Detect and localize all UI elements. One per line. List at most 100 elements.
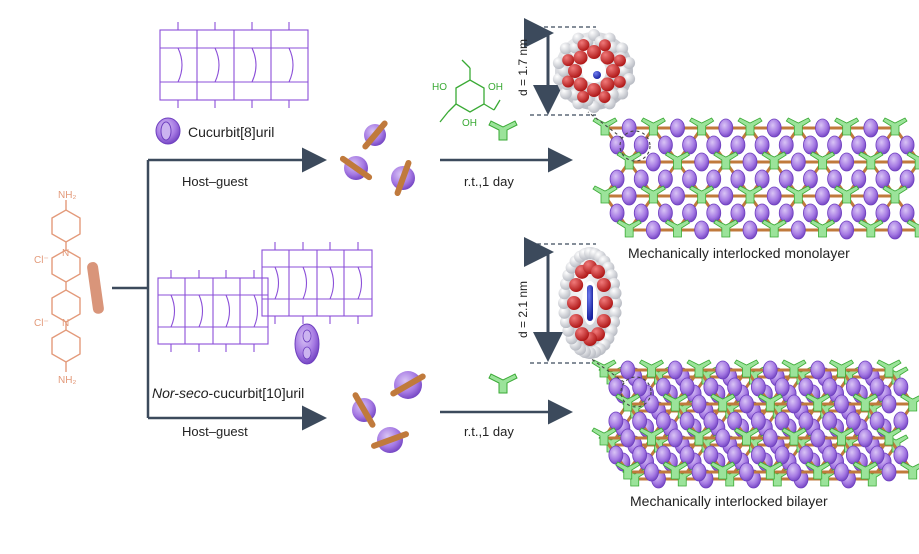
- network-ring: [727, 445, 743, 465]
- network-ring: [851, 169, 867, 189]
- atom-o: [562, 75, 575, 88]
- network-node: [733, 427, 760, 446]
- network-ring: [679, 411, 695, 431]
- atom-h: [559, 316, 572, 329]
- network-ring: [881, 462, 897, 482]
- network-ring: [798, 411, 814, 431]
- atom-o: [613, 54, 626, 67]
- network-ring: [762, 428, 778, 448]
- network-node: [664, 151, 691, 170]
- network-node: [805, 393, 831, 412]
- network-ring: [834, 462, 849, 482]
- counter-ion-top: Cl⁻: [34, 255, 49, 266]
- network-node: [733, 359, 760, 378]
- network-node: [689, 185, 715, 204]
- network-ring: [730, 135, 746, 155]
- network-ring: [881, 394, 897, 414]
- zoom-indicator-bottom: [589, 357, 652, 408]
- atom-h: [616, 42, 629, 55]
- network-node: [710, 461, 736, 480]
- network-node: [828, 427, 855, 446]
- condition-bottom: r.t.,1 day: [464, 424, 514, 439]
- network-ring: [742, 220, 758, 240]
- network-node: [761, 219, 787, 238]
- network-ring: [810, 428, 826, 448]
- network-node: [689, 117, 715, 136]
- network-ring: [718, 118, 734, 138]
- network-ring: [742, 152, 758, 172]
- atom-o: [573, 50, 588, 65]
- cavity: [582, 59, 606, 83]
- atom-h: [609, 287, 622, 300]
- network-ring: [750, 445, 766, 465]
- network-node: [710, 393, 736, 412]
- network-node: [906, 219, 919, 238]
- network-ring: [715, 360, 731, 380]
- network-ring: [644, 462, 659, 482]
- network-ring: [621, 186, 637, 206]
- network-ring: [609, 203, 625, 223]
- atom-h: [558, 297, 570, 309]
- network-ring: [839, 152, 855, 172]
- network-node: [900, 393, 919, 412]
- network-ring: [703, 411, 719, 431]
- network-ring: [632, 377, 648, 397]
- atom-o: [600, 50, 615, 65]
- atom-h: [558, 287, 571, 300]
- network-ring: [655, 411, 671, 431]
- diameter-indicator-top: [524, 18, 596, 116]
- norseco-cucurbit10uril-structure: [157, 242, 373, 352]
- network-ring: [893, 377, 909, 397]
- network-ring: [608, 377, 624, 397]
- network-ring: [863, 118, 879, 138]
- network-ring: [822, 411, 838, 431]
- atom-o: [569, 278, 584, 292]
- network-node: [591, 427, 617, 446]
- zoom-indicator-top: [587, 111, 651, 162]
- counter-ion-bottom: Cl⁻: [34, 318, 49, 329]
- network-node: [640, 117, 666, 136]
- network-ring: [786, 462, 802, 482]
- network-node: [592, 117, 618, 136]
- network-node: [852, 461, 878, 480]
- network-ring: [706, 169, 722, 189]
- atom-o: [606, 64, 620, 78]
- network-node: [757, 393, 783, 412]
- network-ring: [863, 186, 879, 206]
- network-node: [858, 151, 884, 170]
- network-ring: [694, 220, 710, 240]
- atom-o: [596, 278, 611, 292]
- network-ring: [827, 203, 842, 223]
- network-ring: [679, 445, 695, 465]
- network-ring: [691, 394, 707, 414]
- atom-h: [608, 277, 621, 290]
- network-ring: [658, 169, 673, 189]
- atom-h: [623, 56, 636, 69]
- network-node: [737, 117, 763, 136]
- network-ring: [682, 135, 697, 155]
- network-ring: [706, 135, 722, 155]
- cucurbit8uril-spacefill: [552, 29, 636, 113]
- network-node: [638, 427, 665, 446]
- aldehyde-linker-structure: [439, 59, 501, 123]
- network-ring: [645, 220, 661, 240]
- network-ring: [608, 411, 624, 431]
- network-node: [785, 185, 811, 204]
- atom-o: [567, 296, 581, 310]
- network-node: [781, 359, 807, 378]
- network-ring: [857, 428, 873, 448]
- network-ring: [655, 445, 671, 465]
- network-ring: [679, 377, 695, 397]
- product-label-bottom: Mechanically interlocked bilayer: [630, 493, 828, 509]
- network-ring: [667, 428, 683, 448]
- network-ring: [703, 445, 719, 465]
- network-ring: [899, 203, 915, 223]
- network-node: [686, 359, 712, 378]
- network-ring: [682, 203, 697, 223]
- network-node: [834, 117, 860, 136]
- network-ring: [670, 186, 685, 206]
- network-ring: [655, 377, 671, 397]
- network-ring: [803, 203, 818, 223]
- diameter-indicator-bottom: [524, 237, 596, 364]
